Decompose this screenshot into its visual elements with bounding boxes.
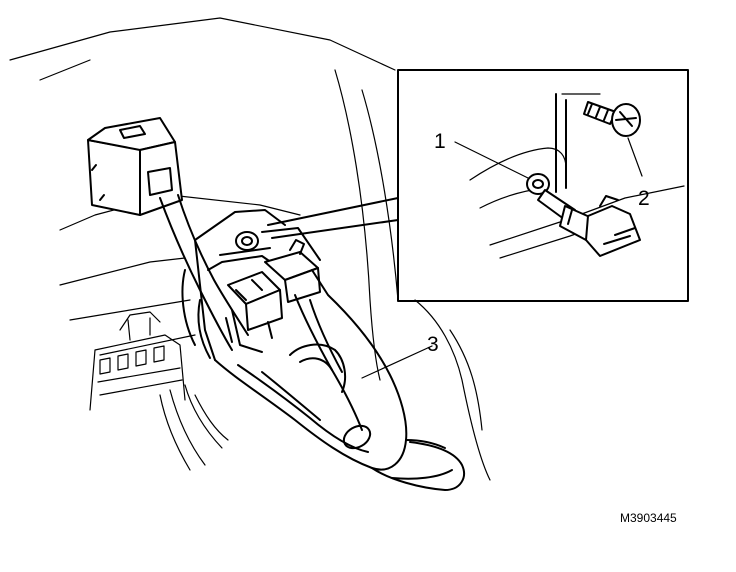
wire-harness [159, 194, 249, 359]
figure-reference: M3903445 [620, 511, 677, 525]
connector-plug [87, 117, 183, 216]
callout-leaders [361, 93, 643, 379]
housing-connectors [225, 239, 321, 353]
detail-inset [397, 69, 689, 302]
cable-duct [214, 269, 408, 471]
exit-cable [371, 439, 465, 491]
inset-leaders [267, 197, 399, 239]
callout-1: 1 [434, 130, 446, 153]
mounting-bracket [194, 209, 321, 361]
callout-2: 2 [638, 187, 650, 210]
fuse-block [89, 311, 229, 471]
ground-terminal [526, 173, 641, 257]
callout-3: 3 [427, 333, 439, 356]
bolt [583, 101, 641, 137]
dashboard-outline [9, 17, 491, 481]
